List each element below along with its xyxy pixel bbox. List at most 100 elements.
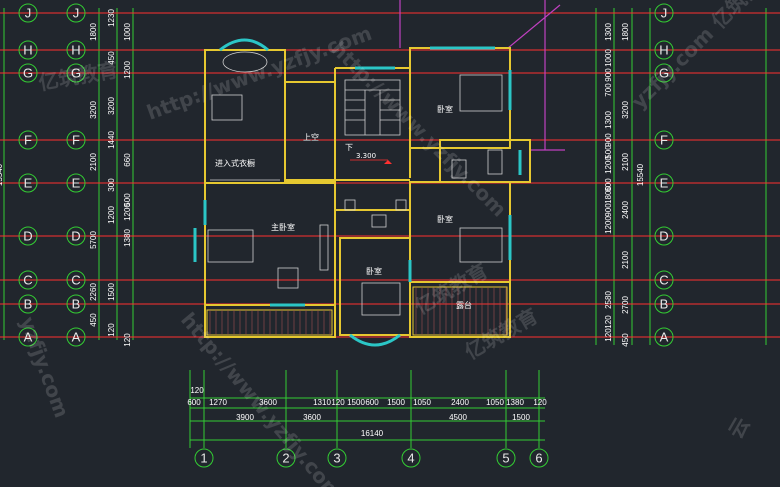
room-label-balcony: 露台 (456, 300, 472, 310)
right-axis-3: F (654, 130, 674, 150)
left-dim-outer-0: 15540 (0, 163, 4, 186)
left-axis-a-4-label: E (24, 176, 33, 191)
stair-down-label: 下 (345, 143, 353, 152)
right-dim-inner-2: 2100 (621, 153, 630, 171)
dimension-texts: 1554018003200210057002260450123010004501… (0, 9, 645, 438)
left-dim-sub-14: 120 (107, 323, 116, 337)
left-dim-sub-3: 1200 (123, 61, 132, 79)
left-axis-b-1: H (66, 40, 86, 60)
right-axis-0-label: J (661, 6, 668, 21)
left-axis-b-4-label: E (72, 176, 81, 191)
left-axis-b-8-label: A (72, 330, 81, 345)
right-dim-sub-0: 1300 (604, 23, 613, 41)
bottom-axis-0-label: 1 (200, 451, 207, 466)
left-dimension-lines (3, 8, 134, 340)
right-dim-inner-3: 2400 (621, 201, 630, 219)
right-dim-sub-6: 500 (604, 145, 613, 159)
bottom-axis-4: 5 (496, 448, 516, 468)
left-axis-a-0-label: J (25, 6, 32, 21)
right-dim-outer-0: 15540 (636, 163, 645, 186)
bottom-dim-row1-4: 120 (331, 398, 345, 407)
left-dim-inner-4: 2260 (89, 283, 98, 301)
stairs (344, 79, 401, 136)
right-axis-2: G (654, 63, 674, 83)
right-dim-sub-10: 900 (604, 203, 613, 217)
bottom-axis-2-label: 3 (333, 451, 340, 466)
balcony-railings (206, 286, 508, 336)
horizontal-axis-lines (0, 12, 780, 338)
watermark-4: 亿筑教育 (37, 57, 120, 95)
left-axis-b-1-label: H (71, 43, 80, 58)
left-axis-a-6-label: C (23, 273, 32, 288)
room-labels: 进入式衣橱 上空 下 3.300 主卧室 卧室 卧室 卧室 露台 (215, 104, 472, 310)
left-dim-sub-6: 3200 (107, 97, 116, 115)
room-label-walk-in-closet: 进入式衣橱 (215, 158, 255, 168)
left-axis-a-3-label: F (24, 133, 32, 148)
left-dim-sub-4: 1440 (107, 131, 116, 149)
right-dim-sub-8: 600 (604, 178, 613, 192)
right-dim-inner-6: 450 (621, 333, 630, 347)
room-label-master-bedroom: 主卧室 (271, 222, 295, 232)
left-axis-b-2: G (66, 63, 86, 83)
right-dimension-lines (595, 8, 767, 345)
bottom-axis-1-label: 2 (282, 451, 289, 466)
right-dim-sub-12: 2580 (604, 291, 613, 309)
left-axis-a-7: B (18, 294, 38, 314)
bottom-axis-5-label: 6 (535, 451, 542, 466)
elevation-mark: 3.300 (356, 152, 376, 160)
left-dim-sub-11: 1380 (123, 229, 132, 247)
left-axis-b-5-label: D (71, 229, 80, 244)
bottom-axis-3: 4 (401, 448, 421, 468)
room-label-bedroom-e: 卧室 (437, 214, 453, 224)
bottom-dim-row1-7: 1500 (387, 398, 405, 407)
left-axis-a-8: A (18, 327, 38, 347)
roof-outline-lines (399, 0, 565, 151)
right-dim-inner-4: 2100 (621, 251, 630, 269)
right-dim-inner-1: 3200 (621, 101, 630, 119)
bottom-axis-0: 1 (194, 448, 214, 468)
furniture (207, 51, 503, 316)
left-dim-sub-0: 1230 (107, 9, 116, 27)
left-dim-sub-8: 300 (107, 178, 116, 192)
vertical-axis-lines (189, 370, 545, 448)
left-axis-a-1-label: H (23, 43, 32, 58)
left-dim-sub-7: 1200 (123, 203, 132, 221)
right-dim-inner-0: 1800 (621, 23, 630, 41)
balcony-hatch (209, 287, 507, 335)
right-axis-7-label: B (660, 297, 669, 312)
right-axis-4: E (654, 173, 674, 193)
right-axis-0: J (654, 3, 674, 23)
bottom-dim-row2-2: 4500 (449, 413, 467, 422)
right-dim-sub-14: 120 (604, 328, 613, 342)
bottom-axis-5: 6 (529, 448, 549, 468)
left-dim-sub-12: 1500 (107, 283, 116, 301)
bottom-axis-4-label: 5 (502, 451, 509, 466)
left-axis-b-7-label: B (72, 297, 81, 312)
bottom-dim-total: 16140 (361, 429, 384, 438)
right-axis-1-label: H (659, 43, 668, 58)
bottom-dim-row1-8: 1050 (413, 398, 431, 407)
bottom-axis-bubbles: 1 2 3 4 5 6 (194, 448, 549, 468)
left-dim-inner-5: 450 (89, 313, 98, 327)
left-dim-sub-5: 660 (123, 153, 132, 167)
watermark-8: 亿筑教育 (411, 259, 492, 320)
bottom-axis-3-label: 4 (407, 451, 414, 466)
bottom-dim-row1-9: 2400 (451, 398, 469, 407)
right-dim-sub-4: 1300 (604, 111, 613, 129)
bottom-dim-row1-12: 120 (533, 398, 547, 407)
left-dim-inner-0: 1800 (89, 23, 98, 41)
bottom-dim-row1-10: 1050 (486, 398, 504, 407)
right-axis-4-label: E (660, 176, 669, 191)
right-axis-5-label: D (659, 229, 668, 244)
left-axis-b-2-label: G (71, 66, 81, 81)
right-axis-7: B (654, 294, 674, 314)
room-label-bedroom-s: 卧室 (366, 266, 382, 276)
room-label-upper-void: 上空 (303, 132, 319, 142)
bottom-dim-row1-3: 1310 (313, 398, 331, 407)
left-axis-b-4: E (66, 173, 86, 193)
left-dim-inner-3: 5700 (89, 231, 98, 249)
bottom-dim-row1-0: 600 (187, 398, 201, 407)
left-axis-a-3: F (18, 130, 38, 150)
